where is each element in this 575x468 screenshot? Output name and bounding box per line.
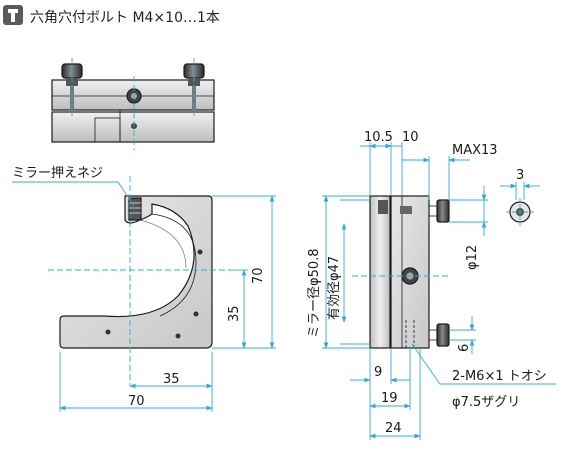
dim-center-y: 35 [227, 305, 242, 322]
dim-3: 3 [516, 168, 524, 183]
holder-body [59, 195, 213, 349]
dim-24: 24 [385, 421, 402, 436]
dim-phi12: φ12 [465, 245, 480, 270]
header: 六角穴付ボルト M4×10…1本 [3, 5, 220, 26]
dim-10-5: 10.5 [364, 130, 393, 145]
mirror-plate [369, 195, 391, 349]
side-view: 3 10.5 10 MAX13 φ12 6 ミラー径φ50.8 [307, 130, 556, 440]
header-text: 六角穴付ボルト M4×10…1本 [30, 10, 220, 26]
hole-note-1: 2-M6×1 トオシ [452, 369, 547, 384]
dim-max13: MAX13 [452, 143, 498, 158]
adjuster-knob-bottom [436, 323, 450, 347]
dim-9: 9 [374, 365, 382, 380]
mirror-dia-label: ミラー径φ50.8 [307, 248, 322, 338]
dim-height: 70 [251, 267, 266, 284]
dim-width: 70 [128, 394, 145, 409]
dim-10: 10 [402, 130, 419, 145]
adjuster-knob-top [436, 199, 450, 223]
top-view [51, 58, 215, 150]
hole-note-2: φ7.5ザグリ [452, 395, 520, 410]
front-view: ミラー押えネジ 70 35 70 35 [12, 166, 276, 412]
dim-center-x: 35 [163, 372, 180, 387]
mirror-screw-label: ミラー押えネジ [12, 166, 103, 181]
dim-19: 19 [381, 391, 398, 406]
effective-dia-label: 有効径φ47 [327, 256, 342, 320]
dim-6: 6 [457, 344, 472, 352]
